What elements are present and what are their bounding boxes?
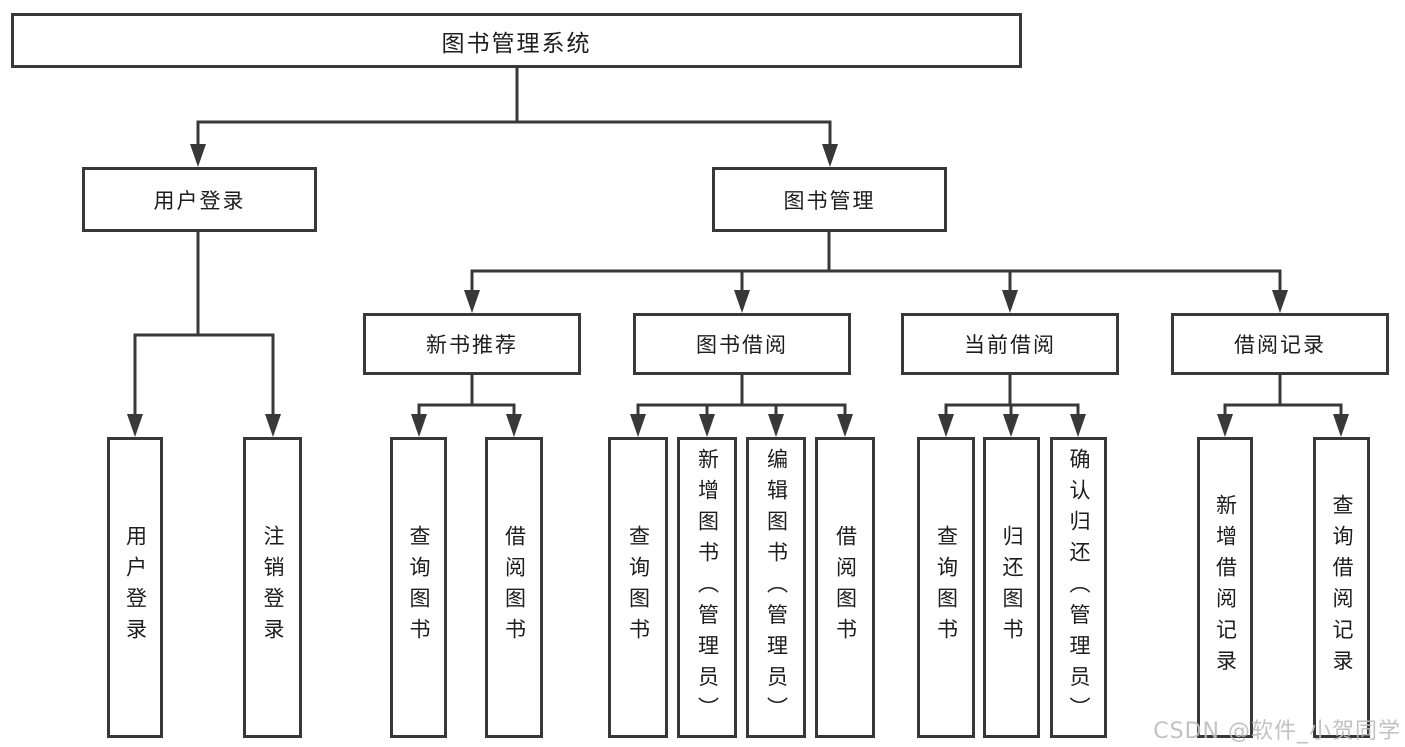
leaf-label: 用户登录	[123, 525, 148, 650]
leaf-borrow-books-recommend: 借阅图书	[485, 437, 543, 738]
leaf-label: 新增借阅记录	[1213, 494, 1238, 681]
leaf-return-books: 归还图书	[983, 437, 1040, 738]
node-label: 当前借阅	[964, 333, 1056, 357]
node-label: 图书管理系统	[441, 30, 592, 57]
leaf-confirm-return-admin: 确认归还（管理员）	[1050, 437, 1107, 738]
node-book-borrowing: 图书借阅	[633, 313, 851, 375]
node-label: 用户登录	[153, 188, 246, 213]
node-label: 图书管理	[783, 188, 876, 213]
node-new-book-recommend: 新书推荐	[363, 313, 581, 375]
leaf-label: 借阅图书	[833, 525, 858, 650]
leaf-label: 归还图书	[1000, 525, 1024, 650]
leaf-label: 查询借阅记录	[1330, 494, 1354, 681]
leaf-query-borrow-record: 查询借阅记录	[1313, 437, 1370, 738]
leaf-logout: 注销登录	[243, 437, 302, 738]
leaf-label: 新增图书（管理员）	[695, 447, 720, 728]
node-label: 借阅记录	[1234, 333, 1326, 357]
leaf-query-books-recommend: 查询图书	[390, 437, 447, 738]
node-label: 新书推荐	[426, 333, 518, 357]
node-borrowing-records: 借阅记录	[1171, 313, 1389, 375]
leaf-add-books-admin: 新增图书（管理员）	[677, 437, 737, 738]
leaf-label: 借阅图书	[502, 525, 527, 650]
leaf-label: 确认归还（管理员）	[1067, 447, 1091, 728]
leaf-label: 注销登录	[261, 525, 285, 650]
leaf-label: 编辑图书（管理员）	[764, 447, 789, 728]
node-user-login: 用户登录	[82, 167, 317, 232]
node-label: 图书借阅	[696, 333, 788, 357]
leaf-query-books-borrow: 查询图书	[608, 437, 668, 738]
leaf-user-login: 用户登录	[107, 437, 163, 738]
leaf-label: 查询图书	[934, 525, 959, 650]
csdn-watermark: CSDN @软件_小贺同学	[1153, 719, 1401, 744]
leaf-add-borrow-record: 新增借阅记录	[1197, 437, 1253, 738]
leaf-edit-books-admin: 编辑图书（管理员）	[746, 437, 806, 738]
leaf-borrow-books: 借阅图书	[815, 437, 875, 738]
node-book-management: 图书管理	[712, 167, 947, 232]
node-library-management-system: 图书管理系统	[11, 13, 1022, 68]
leaf-label: 查询图书	[407, 525, 431, 650]
node-current-borrowing: 当前借阅	[901, 313, 1119, 375]
leaf-query-books-current: 查询图书	[917, 437, 975, 738]
leaf-label: 查询图书	[626, 525, 651, 650]
